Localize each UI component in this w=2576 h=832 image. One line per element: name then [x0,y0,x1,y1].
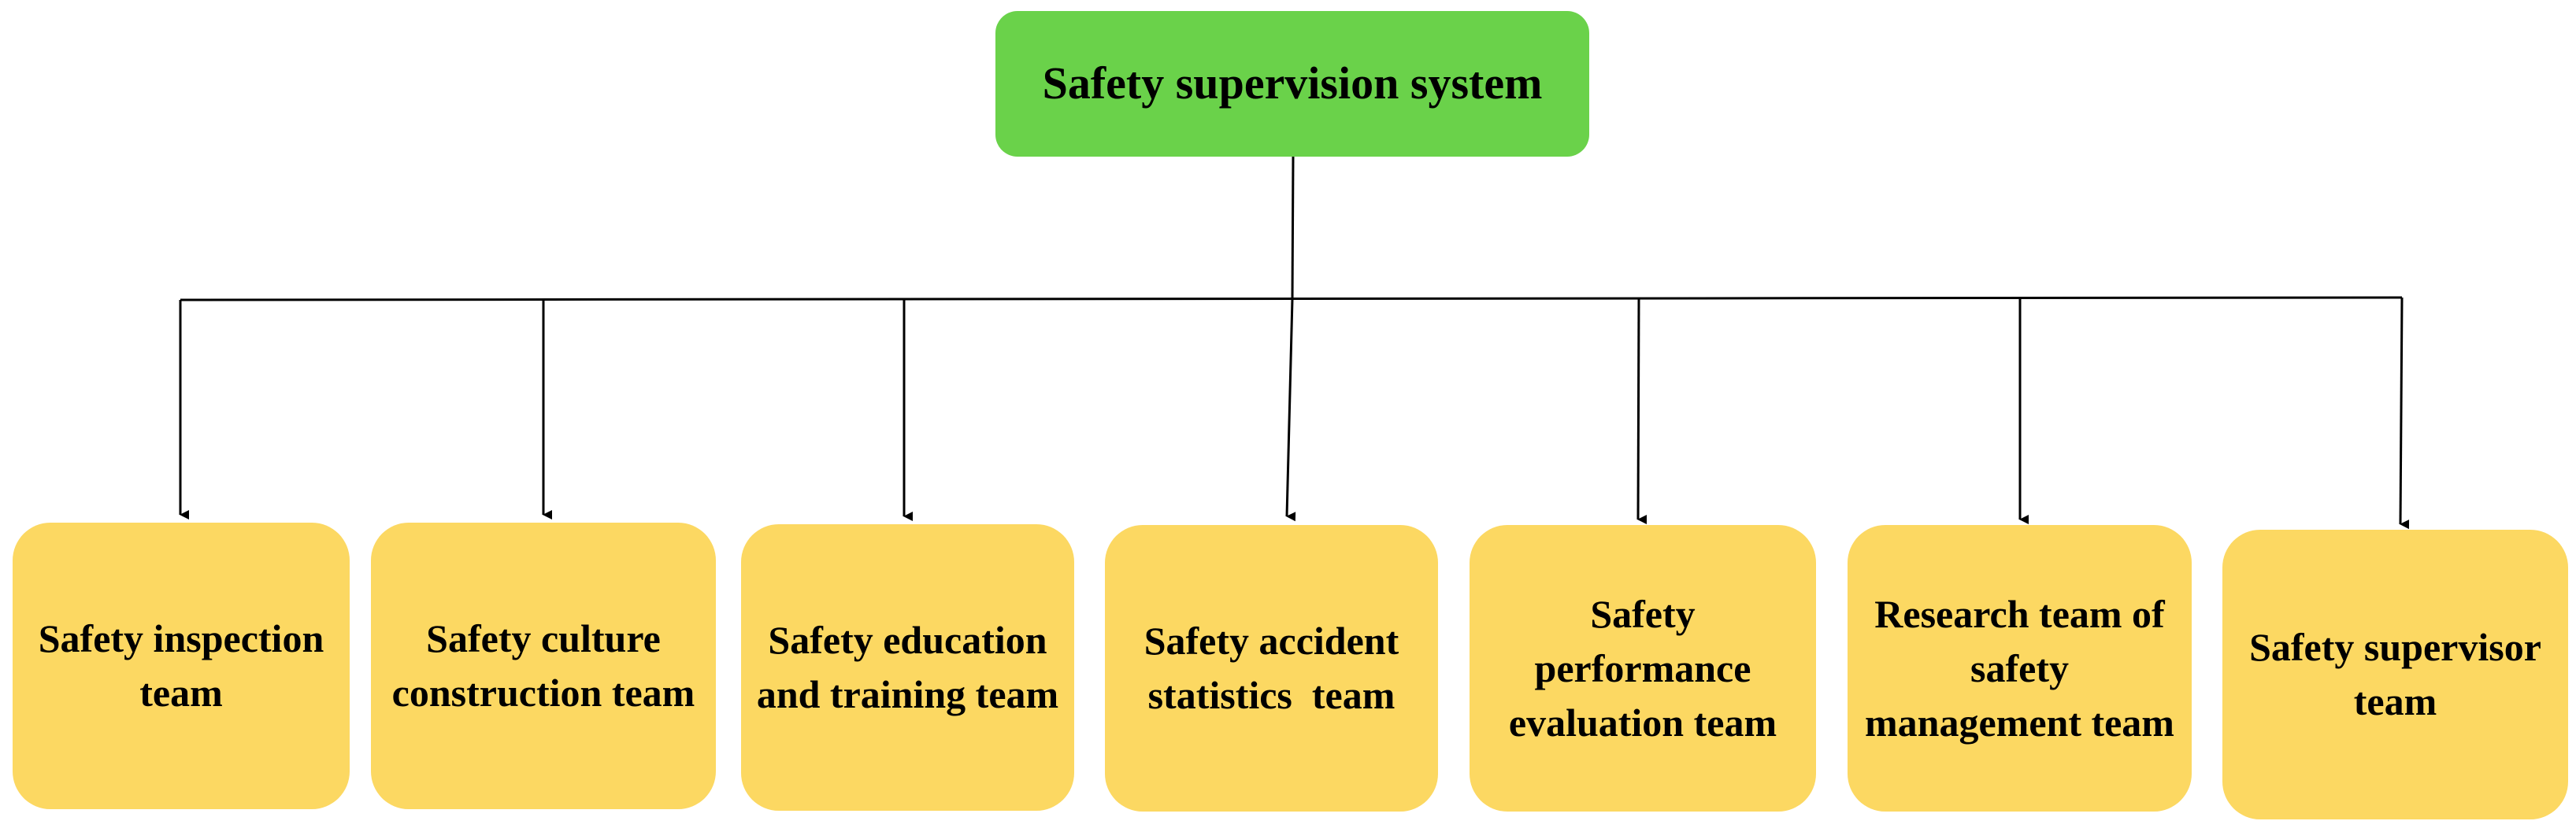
root-node-label: Safety supervision system [1042,57,1543,109]
team-node-safety-inspection: Safety inspection team [13,523,350,809]
team-node-safety-supervisor: Safety supervisor team [2222,530,2568,819]
team-node-safety-education-training: Safety education and training team [741,524,1074,811]
team-node-safety-accident-statistics: Safety accident statistics team [1105,525,1438,812]
team-node-label: Research team of safety management team [1865,591,2174,745]
team-node-safety-performance-evaluation: Safety performance evaluation team [1470,525,1816,812]
team-node-research-safety-management: Research team of safety management team [1848,525,2192,812]
team-node-label: Safety accident statistics team [1143,619,1409,717]
team-node-label: Safety inspection team [38,616,324,715]
team-node-label: Safety culture construction team [391,616,695,715]
root-stem-line [1291,156,1295,300]
team-node-label: Safety education and training team [756,618,1059,716]
team-node-label: Safety supervisor team [2249,625,2541,723]
team-node-label: Safety performance evaluation team [1508,591,1777,745]
team-node-safety-culture-construction: Safety culture construction team [371,523,716,809]
arrow-to-team-5 [1636,298,1648,525]
root-node-safety-supervision-system: Safety supervision system [995,11,1589,157]
horizontal-bus-line [180,296,2403,301]
arrow-to-team-4 [1285,298,1296,522]
arrow-to-team-7 [2399,297,2410,530]
